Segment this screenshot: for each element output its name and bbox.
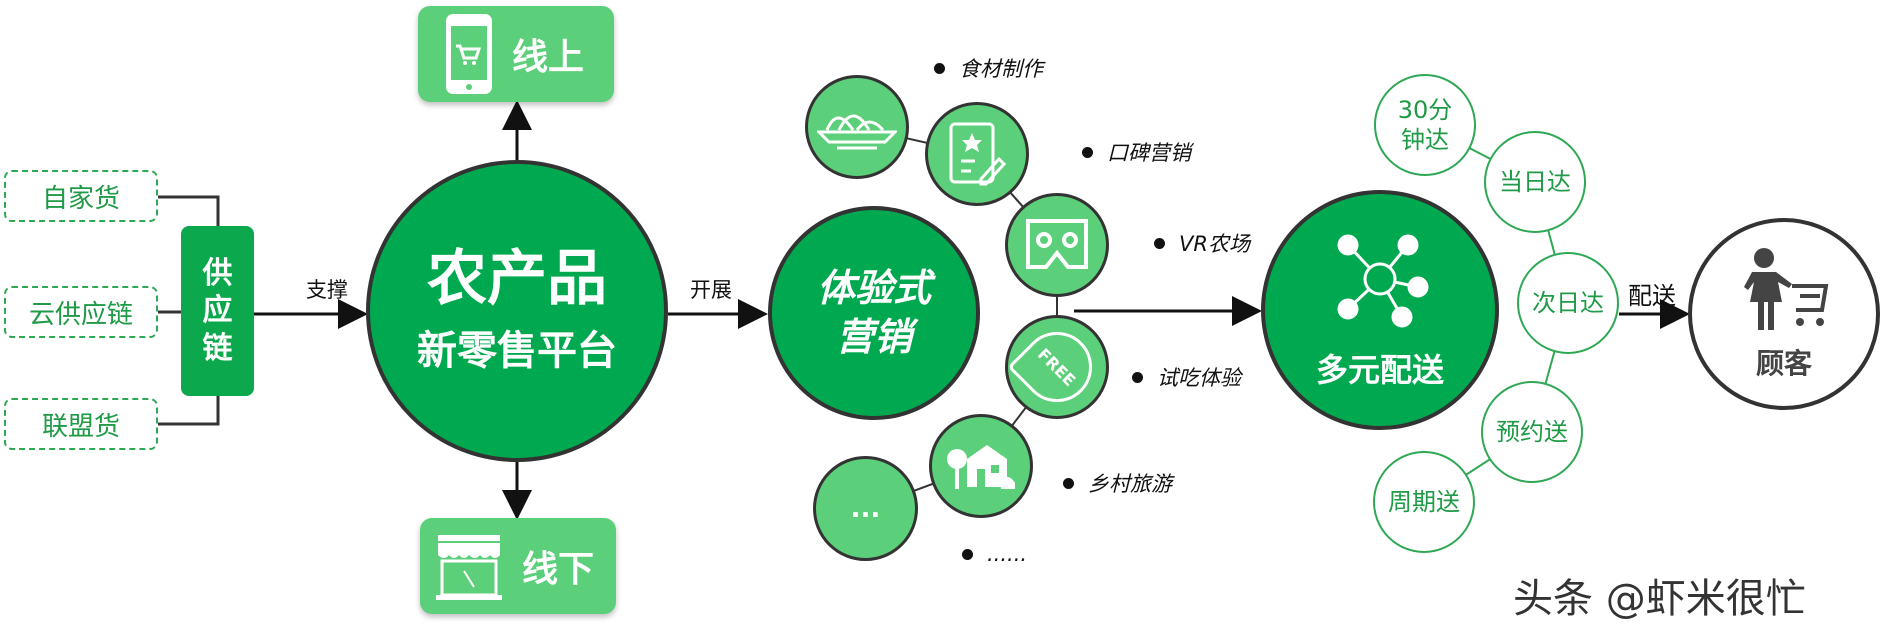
free-badge-text: FREE xyxy=(1034,344,1080,390)
delivery-option-scheduled: 预约送 xyxy=(1481,381,1583,483)
item-label: 乡村旅游 xyxy=(1088,472,1172,496)
edge-label-develop: 开展 xyxy=(690,278,732,302)
house-icon xyxy=(947,445,1015,489)
item-label: 口碑营销 xyxy=(1107,141,1191,165)
bullet-icon xyxy=(934,62,945,74)
experience-item-more: ...... xyxy=(962,542,1027,566)
free-tasting-circle: FREE xyxy=(1005,315,1109,419)
vr-farm-circle xyxy=(1005,193,1109,297)
supply-char: 应 xyxy=(202,293,233,329)
bullet-icon xyxy=(1154,237,1165,249)
item-label: ...... xyxy=(987,542,1028,566)
item-label: 食材制作 xyxy=(959,57,1043,81)
review-star-document-icon xyxy=(949,122,1007,186)
bullet-icon xyxy=(962,548,973,560)
customer-circle: 顾客 xyxy=(1688,218,1880,410)
word-of-mouth-circle xyxy=(925,102,1029,206)
supply-char: 链 xyxy=(202,330,233,366)
delivery-circle: 多元配送 xyxy=(1261,190,1499,430)
bullet-icon xyxy=(1082,146,1093,158)
platform-title: 农产品 xyxy=(427,244,607,314)
channel-offline: 线下 xyxy=(420,518,616,614)
edge-label-deliver: 配送 xyxy=(1628,282,1676,310)
channel-offline-label: 线下 xyxy=(522,549,595,590)
network-hub-icon xyxy=(1337,234,1429,328)
delivery-option-periodic: 周期送 xyxy=(1373,451,1475,553)
channel-online: 线上 xyxy=(418,6,614,102)
smartphone-cart-icon xyxy=(446,14,492,94)
item-label: 试吃体验 xyxy=(1157,366,1241,390)
bullet-icon xyxy=(1063,477,1074,489)
experience-item-vr: VR农场 xyxy=(1154,228,1250,258)
delivery-option-next-day: 次日达 xyxy=(1517,252,1619,354)
supply-char: 供 xyxy=(202,255,233,291)
watermark: 头条 @虾米很忙 xyxy=(1513,576,1806,622)
delivery-title: 多元配送 xyxy=(1315,351,1444,389)
experience-title-2: 营销 xyxy=(835,315,912,359)
edge-label-support: 支撑 xyxy=(306,278,348,302)
platform-circle: 农产品 新零售平台 xyxy=(366,160,668,462)
more-ellipsis: ... xyxy=(850,493,881,524)
noodle-bowl-icon xyxy=(817,114,897,150)
platform-subtitle: 新零售平台 xyxy=(417,328,617,374)
source-alliance-goods: 联盟货 xyxy=(4,398,158,450)
rural-tourism-circle xyxy=(929,414,1033,518)
bullet-icon xyxy=(1132,371,1143,383)
supply-chain-box: 供 应 链 xyxy=(181,226,254,396)
experience-title-1: 体验式 xyxy=(816,265,931,310)
more-experience-circle: ... xyxy=(813,456,918,561)
experience-item-word-of-mouth: 口碑营销 xyxy=(1082,137,1191,167)
free-tag-icon: FREE xyxy=(1007,317,1107,417)
experience-item-food: 食材制作 xyxy=(934,53,1043,83)
experience-marketing-circle: 体验式 营销 xyxy=(768,206,980,420)
food-making-circle xyxy=(805,75,909,179)
source-own-goods: 自家货 xyxy=(4,170,158,222)
vr-headset-icon xyxy=(1026,219,1088,269)
storefront-icon xyxy=(436,535,502,600)
experience-item-tasting: 试吃体验 xyxy=(1132,362,1241,392)
shopper-cart-icon xyxy=(1744,248,1829,330)
experience-item-tourism: 乡村旅游 xyxy=(1063,468,1172,498)
source-cloud-supply-chain: 云供应链 xyxy=(4,286,158,338)
item-label: VR农场 xyxy=(1179,232,1250,256)
channel-online-label: 线上 xyxy=(512,37,585,78)
delivery-option-same-day: 当日达 xyxy=(1484,131,1586,233)
delivery-option-30min: 30分 钟达 xyxy=(1374,74,1476,176)
customer-label: 顾客 xyxy=(1755,347,1812,380)
